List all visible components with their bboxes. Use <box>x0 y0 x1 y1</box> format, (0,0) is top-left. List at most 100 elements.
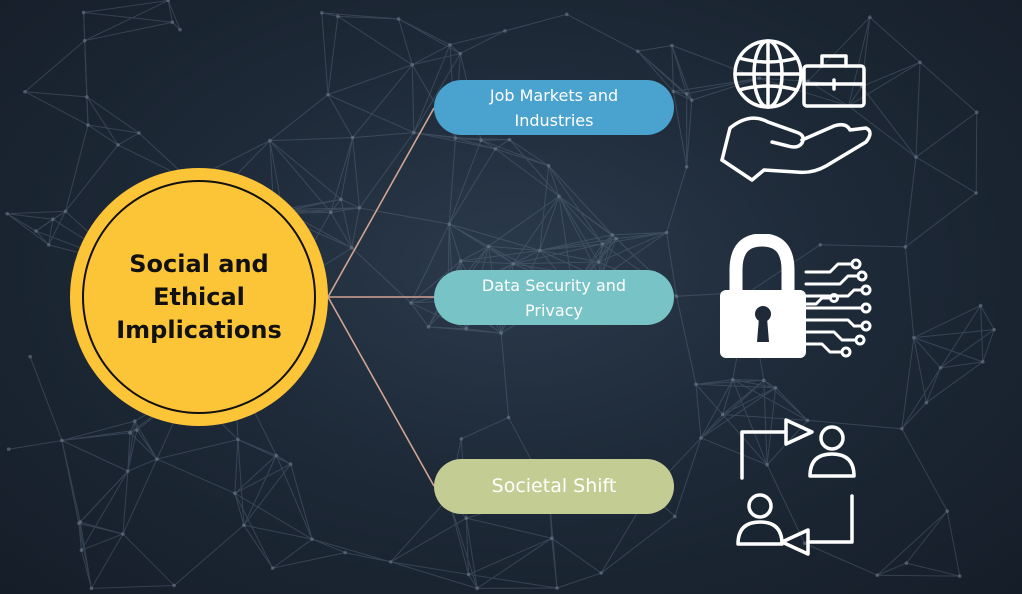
network-link <box>637 50 674 92</box>
network-link <box>83 12 88 97</box>
network-node <box>670 43 674 48</box>
network-link <box>848 105 917 158</box>
network-link <box>83 11 173 23</box>
network-node <box>426 325 431 329</box>
network-link <box>466 328 502 334</box>
network-link <box>321 12 399 20</box>
network-node <box>466 572 471 577</box>
network-node <box>904 561 909 565</box>
network-link <box>695 383 724 415</box>
network-node <box>773 385 778 390</box>
network-node <box>699 436 703 440</box>
network-node <box>499 331 504 335</box>
network-link <box>6 213 37 232</box>
network-link <box>83 0 169 13</box>
network-link <box>243 524 274 569</box>
network-link <box>700 437 768 466</box>
network-link <box>79 521 92 589</box>
network-node <box>918 60 922 65</box>
network-link <box>449 44 461 54</box>
network-link <box>488 245 514 265</box>
network-link <box>84 0 169 42</box>
network-node <box>596 260 601 264</box>
network-link <box>512 195 560 265</box>
network-link <box>35 218 54 232</box>
network-link <box>127 458 158 472</box>
network-link <box>234 439 239 494</box>
network-link <box>91 584 175 589</box>
network-node <box>326 92 330 97</box>
network-link <box>722 414 768 466</box>
network-node <box>34 229 38 233</box>
network-link <box>243 524 313 540</box>
network-link <box>87 124 119 146</box>
network-link <box>390 561 478 589</box>
network-node <box>802 541 807 546</box>
network-link <box>448 223 462 262</box>
network-link <box>466 517 552 539</box>
network-node <box>51 217 55 221</box>
network-link <box>488 245 540 251</box>
network-link <box>80 550 92 589</box>
network-node <box>957 574 962 578</box>
network-link <box>673 91 687 95</box>
network-link <box>413 44 451 133</box>
network-link <box>509 139 549 167</box>
network-link <box>78 521 81 524</box>
network-node <box>924 400 929 405</box>
network-link <box>311 538 391 563</box>
network-link <box>235 140 271 177</box>
branch-societal-shift: Societal Shift <box>434 459 674 514</box>
network-node <box>85 95 89 99</box>
network-link <box>766 387 777 465</box>
network-link <box>925 367 941 403</box>
network-link <box>904 246 915 338</box>
network-link <box>448 497 478 589</box>
connector-line-3 <box>327 296 435 487</box>
network-node <box>357 206 362 210</box>
network-link <box>637 50 688 95</box>
network-node <box>537 248 542 253</box>
network-link <box>136 429 158 460</box>
network-link <box>602 232 667 245</box>
network-link <box>272 552 346 569</box>
network-node <box>89 586 94 591</box>
network-link <box>460 249 540 262</box>
network-link <box>410 302 429 328</box>
network-link <box>127 429 138 472</box>
network-link <box>35 230 50 246</box>
central-hub-circle: Social and Ethical Implications <box>70 168 328 426</box>
network-node <box>475 586 479 591</box>
network-link <box>732 379 764 381</box>
network-link <box>48 219 54 245</box>
network-node <box>448 43 452 47</box>
network-link <box>548 165 613 236</box>
network-link <box>410 223 450 304</box>
network-link <box>763 380 768 465</box>
network-node <box>546 163 551 168</box>
network-node <box>166 0 171 3</box>
network-link <box>926 361 984 404</box>
network-link <box>551 538 558 589</box>
network-node <box>409 301 413 305</box>
network-link <box>556 572 602 589</box>
network-link <box>763 379 776 389</box>
network-node <box>5 211 9 216</box>
network-link <box>449 30 506 46</box>
network-link <box>671 45 693 101</box>
network-node <box>328 210 333 215</box>
network-link <box>666 232 678 297</box>
network-node <box>757 76 762 81</box>
network-link <box>775 387 808 421</box>
network-link <box>982 329 995 363</box>
network-link <box>134 420 138 431</box>
network-link <box>566 13 638 52</box>
network-link <box>413 132 482 141</box>
network-node <box>135 428 139 432</box>
network-link <box>539 165 550 251</box>
network-node <box>981 360 985 364</box>
network-node <box>79 548 84 552</box>
network-link <box>87 124 140 134</box>
network-node <box>86 123 90 127</box>
network-link <box>468 574 478 589</box>
